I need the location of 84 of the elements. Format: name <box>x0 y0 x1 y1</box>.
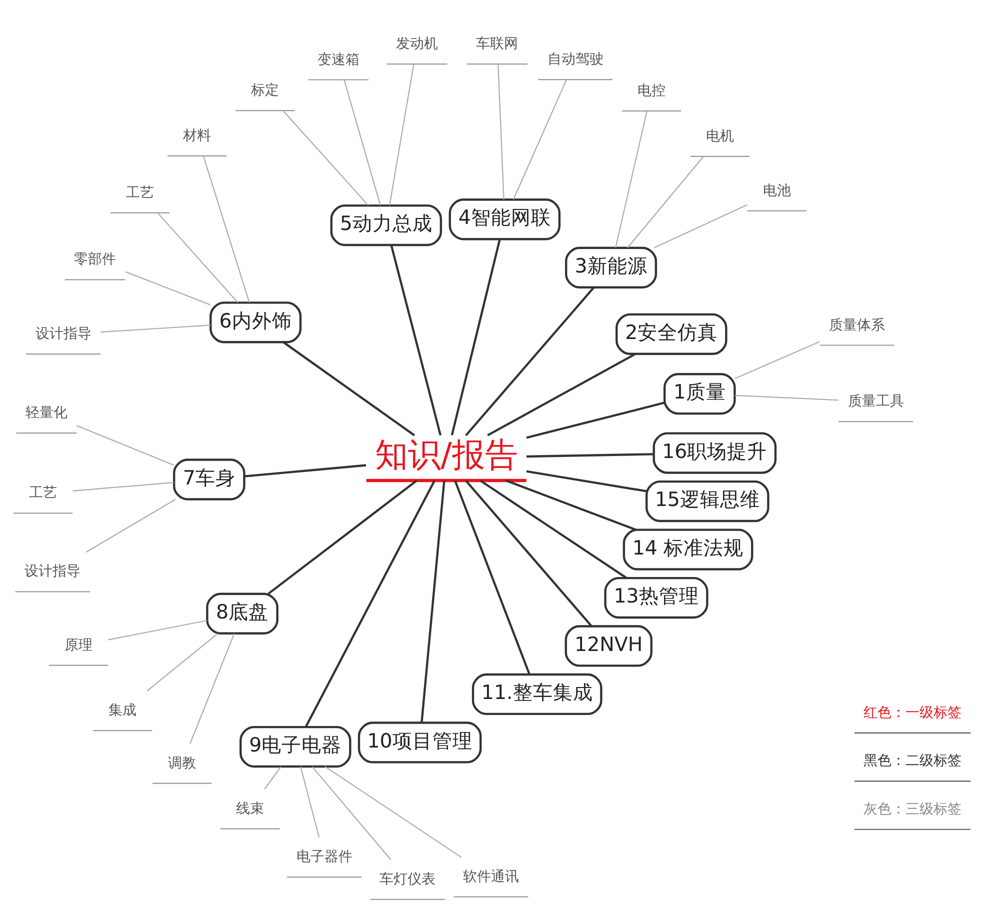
node-box: 5动力总成 <box>330 204 442 246</box>
node-text: 轻量化 <box>24 404 67 421</box>
connector <box>76 424 174 466</box>
connector <box>124 270 210 305</box>
node-text: 原理 <box>64 636 92 653</box>
node-text: 集成 <box>108 702 136 718</box>
connector <box>464 286 594 436</box>
connector <box>512 79 566 200</box>
connector <box>304 480 435 727</box>
node-text: 车联网 <box>476 36 518 52</box>
node-box: 10项目管理 <box>357 721 482 763</box>
node-box: 2安全仿真 <box>615 312 727 354</box>
connector <box>282 340 415 436</box>
node-text: 车灯仪表 <box>379 870 436 887</box>
node-box: 11.整车集成 <box>471 672 602 715</box>
node-text: 线束 <box>236 800 264 816</box>
legend-label: 红色：一级标签 <box>863 704 962 720</box>
node-box: 9电子电器 <box>239 725 351 768</box>
connector <box>454 480 530 674</box>
node-text: 质量工具 <box>847 393 904 410</box>
node-box: 1质量 <box>662 372 736 414</box>
connector <box>526 470 646 492</box>
connector <box>100 324 210 332</box>
connector <box>464 479 592 626</box>
node-box: 8底盘 <box>206 592 278 634</box>
connector <box>526 401 664 438</box>
node-text: 电子器件 <box>296 848 352 865</box>
node-text: 工艺 <box>126 184 154 200</box>
connector <box>479 479 627 578</box>
node-text: 标定 <box>250 82 279 98</box>
node-box: 15逻辑思维 <box>645 480 769 522</box>
connector <box>202 155 250 302</box>
connector <box>85 498 176 552</box>
connector <box>324 766 462 858</box>
node-text: 发动机 <box>396 36 438 52</box>
node-box: 3新能源 <box>564 246 657 288</box>
connector <box>486 352 636 436</box>
connector <box>388 64 414 205</box>
node-text: 自动驾驶 <box>546 51 603 68</box>
connector <box>526 452 654 458</box>
connector <box>282 110 368 206</box>
connector <box>653 204 747 248</box>
node-text: 电池 <box>762 182 790 198</box>
node-text: 变速箱 <box>316 51 359 68</box>
connector <box>189 632 234 744</box>
connector <box>146 632 218 691</box>
connector <box>734 394 838 400</box>
connector <box>156 212 238 302</box>
node-box: 7车身 <box>172 458 245 500</box>
node-text: 工艺 <box>28 484 56 501</box>
connector <box>734 340 820 378</box>
connector <box>420 480 445 722</box>
connector <box>614 110 647 248</box>
connector <box>72 481 174 492</box>
node-box: 12NVH <box>564 624 652 666</box>
legend-label: 灰色：三级标签 <box>863 800 962 817</box>
connector <box>264 766 281 789</box>
node-text: 零部件 <box>74 251 116 268</box>
connector <box>267 479 417 594</box>
node-text: 软件通讯 <box>462 868 519 884</box>
node-text: 知识/报告 <box>374 434 518 474</box>
node-text: 材料 <box>182 127 211 144</box>
node-text: 设计指导 <box>24 563 80 580</box>
connector <box>244 464 366 477</box>
connector <box>300 766 320 837</box>
connector <box>311 766 391 860</box>
connector <box>497 64 504 200</box>
node-text: 电控 <box>636 82 665 98</box>
node-text: 质量体系 <box>828 316 884 333</box>
connector <box>504 479 636 530</box>
legend-label: 黑色：二级标签 <box>863 752 962 769</box>
node-text: 调教 <box>168 754 196 771</box>
node-text: 电机 <box>705 128 734 144</box>
node-text: 设计指导 <box>34 326 91 342</box>
node-box: 6内外饰 <box>209 301 302 343</box>
connector <box>390 244 442 436</box>
connector <box>450 238 500 435</box>
connector <box>108 619 207 640</box>
connector <box>626 156 704 248</box>
node-box: 13热管理 <box>604 576 708 618</box>
node-box: 14 标准法规 <box>622 528 753 570</box>
connector <box>343 79 380 205</box>
node-box: 16职场提升 <box>652 432 776 474</box>
node-box: 4智能网联 <box>448 198 560 240</box>
